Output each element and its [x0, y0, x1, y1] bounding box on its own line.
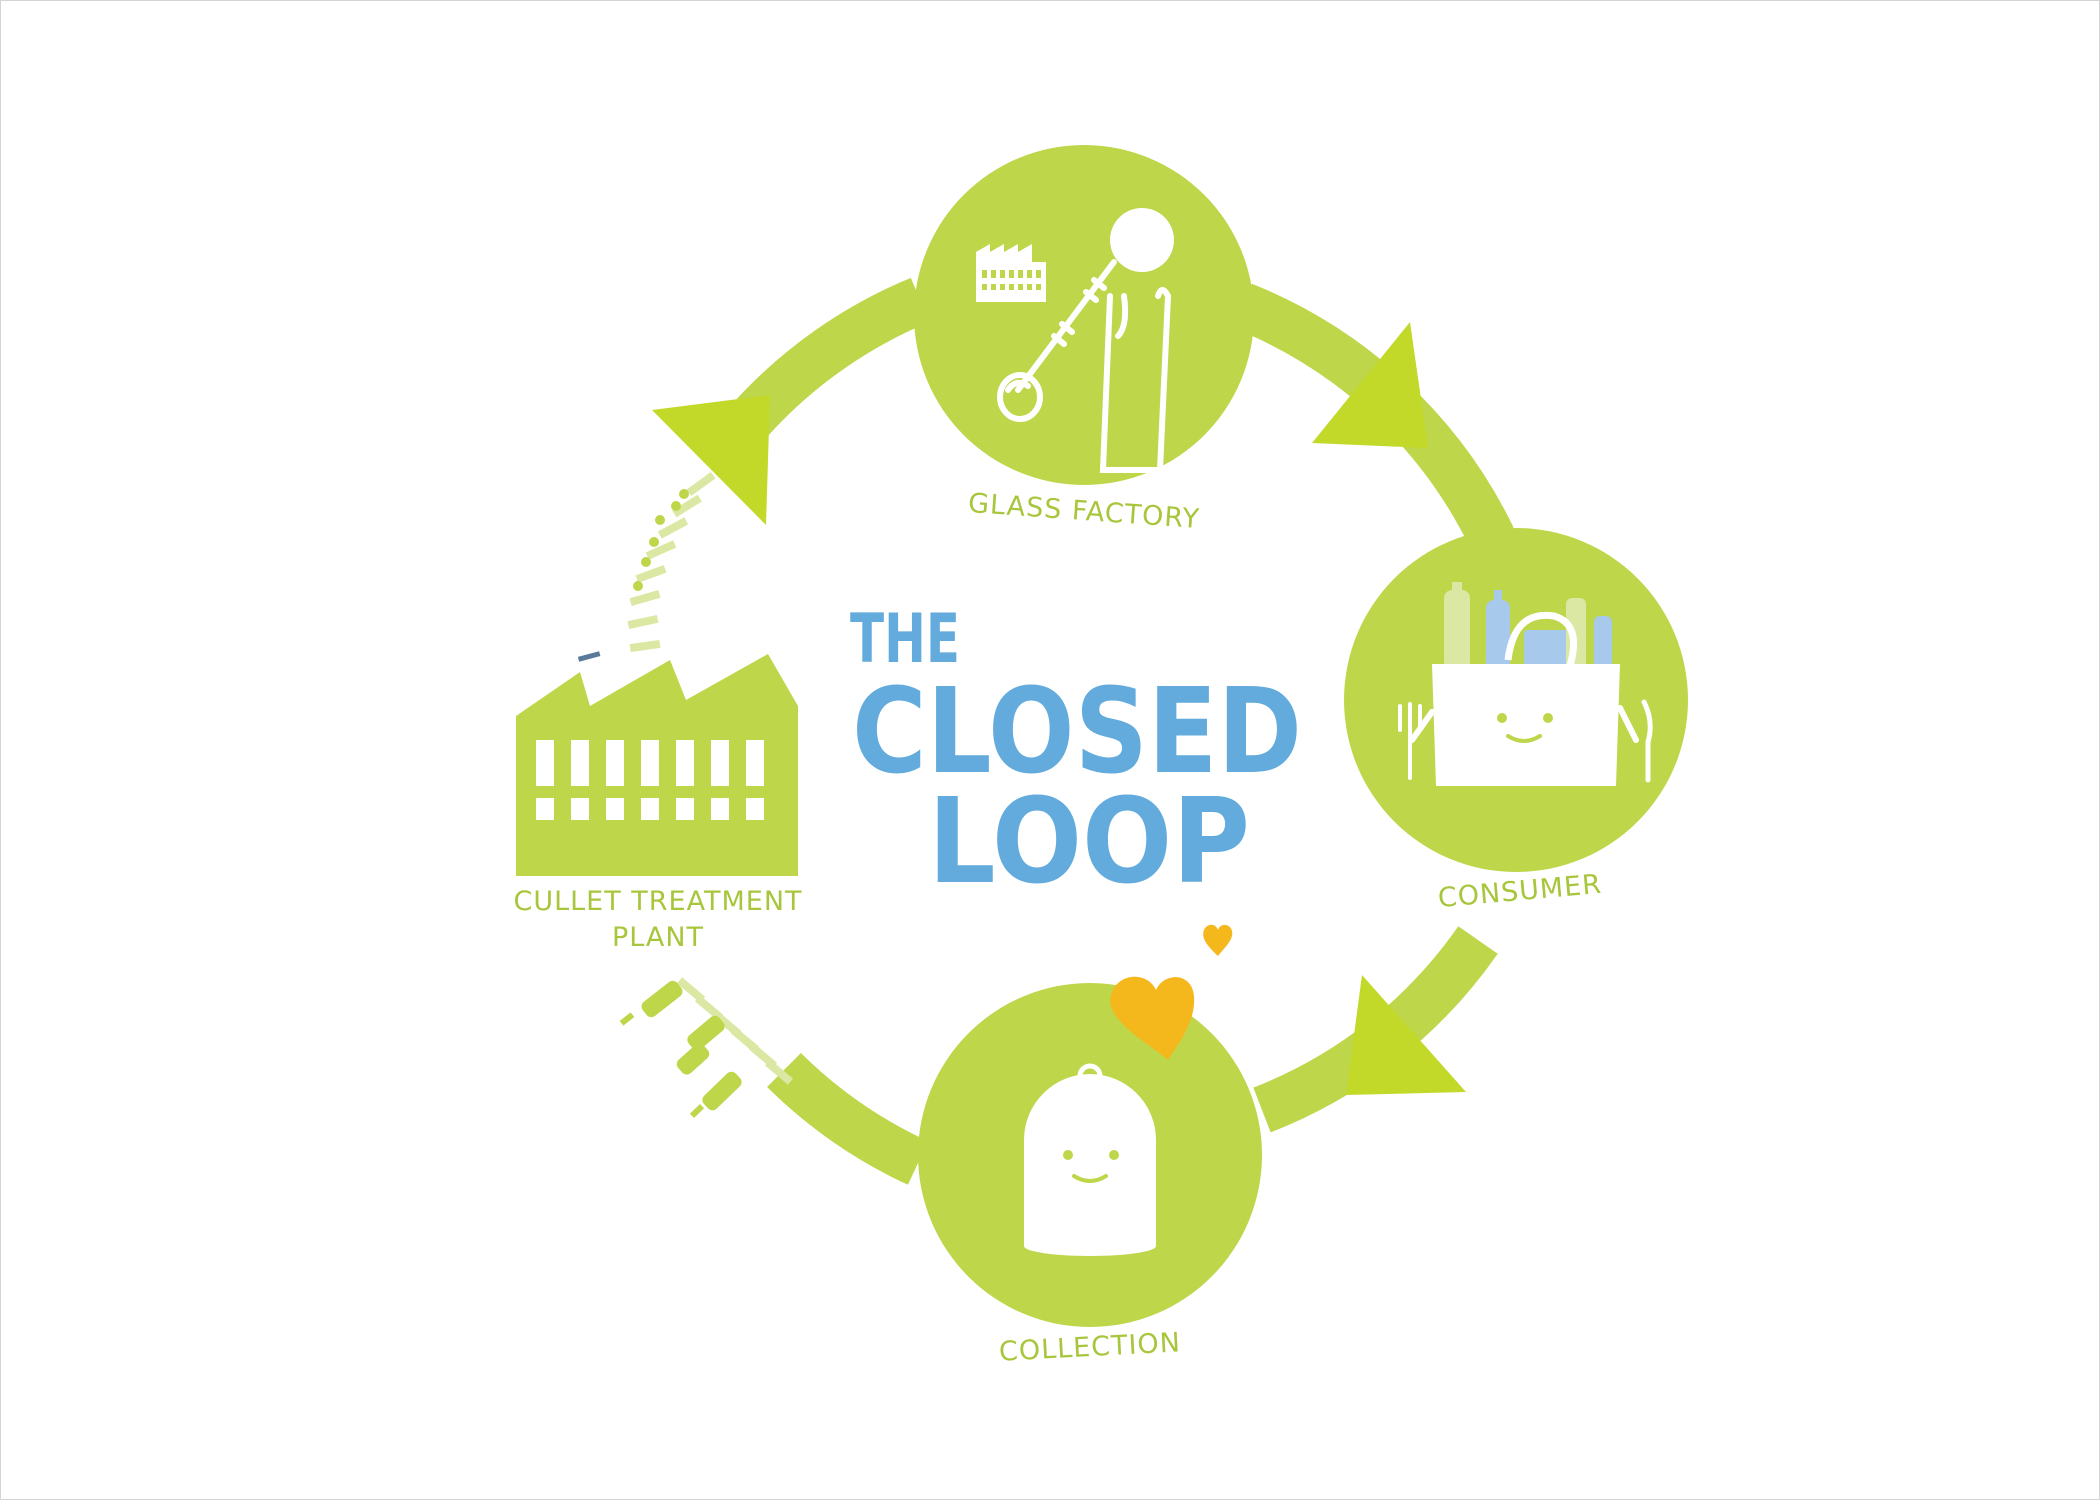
- bottle-conveyor: [619, 977, 794, 1119]
- bottle-bank-icon: [1024, 1063, 1156, 1256]
- bottles-icon: [1444, 582, 1612, 670]
- glassblower-icon: [997, 208, 1174, 473]
- factory-icon: [976, 244, 1046, 302]
- heart-icon-small: [1203, 924, 1233, 956]
- factory-windows: [982, 270, 1041, 290]
- collection-label: COLLECTION: [998, 1327, 1181, 1367]
- consumer-label: CONSUMER: [1437, 869, 1603, 914]
- hearts: [1110, 924, 1233, 1060]
- glass-factory-label: GLASS FACTORY: [967, 488, 1201, 535]
- title-line-2: CLOSED: [852, 662, 1302, 800]
- ring-segment-plant-to-factory: [732, 277, 930, 437]
- glass-factory-circle: [914, 145, 1254, 485]
- title-line-1: THE: [850, 600, 960, 679]
- title-line-3: LOOP: [928, 772, 1250, 910]
- cullet-plant-stage: CULLET TREATMENT PLANT: [513, 651, 802, 953]
- collection-stage: COLLECTION: [918, 983, 1262, 1368]
- heart-icon: [1110, 976, 1195, 1060]
- conveyor-icon: [627, 471, 716, 653]
- cullet-plant-label-line1: CULLET TREATMENT: [513, 886, 802, 917]
- glass-factory-stage: GLASS FACTORY: [914, 145, 1254, 535]
- shopping-bag-icon: [1398, 664, 1653, 786]
- chimney-mark: [577, 651, 601, 662]
- title-block: THE CLOSED LOOP: [850, 600, 1302, 910]
- cullet-plant-label-line2: PLANT: [612, 922, 704, 953]
- plant-windows: [536, 740, 764, 820]
- ring-segment-collection-to-plant: [767, 1052, 929, 1185]
- arrow-head-bottom-right: [1346, 975, 1466, 1095]
- arrow-head-top-right: [1312, 322, 1428, 448]
- arrow-head-top-left: [652, 395, 770, 525]
- loop-arrows: [652, 322, 1466, 1095]
- consumer-stage: CONSUMER: [1344, 528, 1688, 914]
